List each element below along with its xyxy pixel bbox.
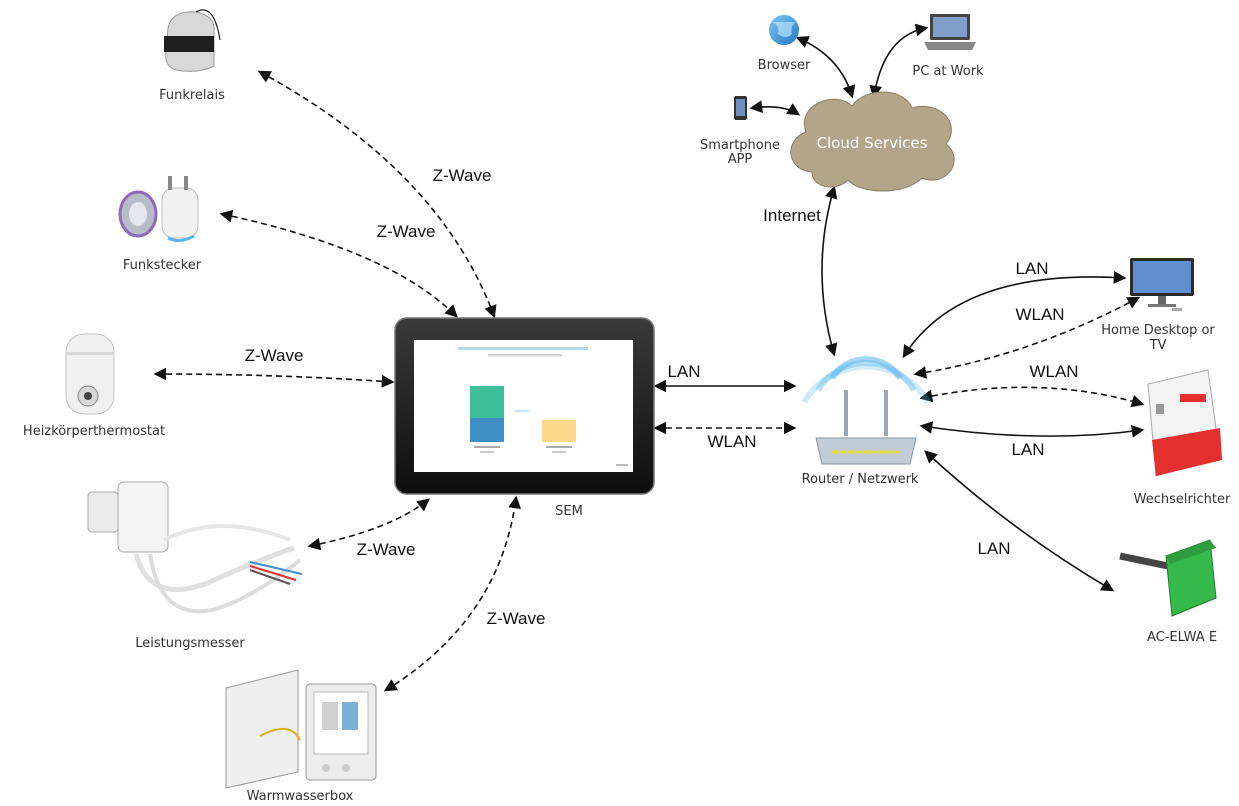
edge-browser-cloud [795,36,856,99]
smartphone-icon [734,96,747,120]
label-home-desktop: Home Desktop or TV [1101,323,1215,353]
edge-label-desktop-wlan: WLAN [1015,305,1065,324]
box-icon [225,669,377,789]
edge-label-sem-router-lan: LAN [667,362,701,381]
edge-label-desktop-lan: LAN [1015,259,1049,278]
label-smartphone: Smartphone APP [699,138,780,167]
edge-inverter-wlan [919,386,1145,408]
label-pc-work: PC at Work [912,64,984,79]
edge-smartphone-cloud [749,100,801,116]
heater-icon [1119,539,1217,617]
screen-bar-small [542,420,576,442]
edge-zwave-funkrelais [257,70,497,319]
edge-label-zwave-funkstecker: Z-Wave [376,222,436,241]
edge-label-zwave-warmwasserbox: Z-Wave [486,609,546,628]
edges [153,23,1145,692]
edge-label-zwave-leistungsmesser: Z-Wave [356,540,416,559]
tablet-icon [394,317,655,495]
edge-elwa-lan [924,450,1115,592]
edge-desktop-lan [902,270,1127,359]
label-funkrelais: Funkrelais [159,88,225,103]
cloud-icon [790,91,955,192]
label-cloud: Cloud Services [816,134,928,152]
label-funkstecker: Funkstecker [122,258,202,273]
edge-desktop-wlan [913,296,1141,379]
screen-bar-top [470,386,504,418]
edge-label-zwave-funkrelais: Z-Wave [432,166,492,185]
plug-icon [118,176,199,243]
thermostat-icon [65,333,115,415]
edge-zwave-warmwasserbox [383,495,522,692]
label-browser: Browser [757,58,811,73]
monitor-icon [1130,258,1194,311]
relay-icon [164,9,221,72]
label-wechselrichter: Wechselrichter [1133,492,1231,507]
label-ac-elwa: AC-ELWA E [1146,630,1218,645]
edge-label-sem-router-wlan: WLAN [707,432,757,451]
label-router: Router / Netzwerk [801,472,919,487]
router-icon [801,356,931,465]
label-leistungsmesser: Leistungsmesser [135,636,245,651]
edge-label-inverter-wlan: WLAN [1029,362,1079,381]
label-warmwasserbox: Warmwasserbox [246,789,354,804]
edge-zwave-thermostat [153,367,395,388]
laptop-icon [924,14,976,50]
label-heizkoerperthermostat: Heizkörperthermostat [22,424,166,439]
globe-icon [769,15,799,45]
edge-zwave-leistungsmesser [307,498,431,551]
edge-label-internet: Internet [763,206,821,225]
meter-icon [87,481,303,614]
edge-label-elwa-lan: LAN [977,539,1011,558]
inverter-icon [1147,369,1222,477]
edge-inverter-lan [919,421,1145,438]
label-sem: SEM [555,504,583,519]
edge-pc-cloud [869,23,929,99]
edge-label-inverter-lan: LAN [1011,440,1045,459]
screen-bar-bottom [470,418,504,442]
edge-zwave-funkstecker [219,209,458,318]
edge-label-zwave-thermostat: Z-Wave [244,346,304,365]
edge-internet [821,185,838,357]
